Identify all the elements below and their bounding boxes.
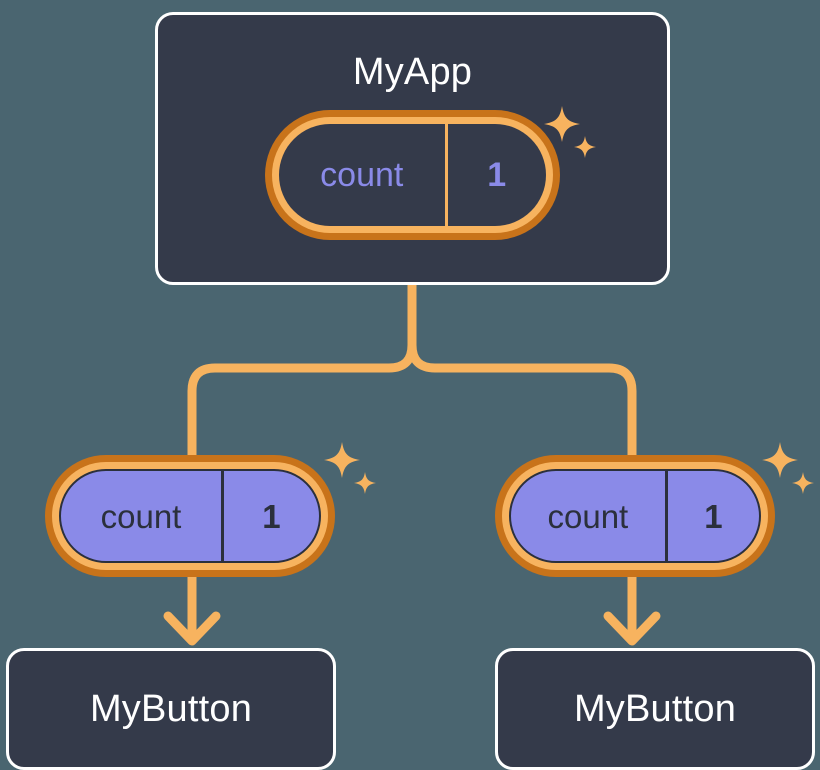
edge-myapp-to-left [187, 280, 417, 460]
state-pill-inner-ring: count 1 [272, 117, 553, 233]
sparkle-small-icon [792, 472, 814, 494]
state-pill-body: count 1 [509, 469, 761, 563]
state-pill-myapp[interactable]: count 1 [265, 110, 560, 240]
state-pill-right[interactable]: count 1 [495, 455, 775, 577]
component-card-mybutton-right[interactable]: MyButton [495, 648, 815, 770]
arrow-down-icon-right [603, 611, 661, 646]
state-key-label: count [320, 156, 404, 194]
state-key-label: count [547, 497, 629, 535]
component-card-label: MyButton [573, 688, 737, 730]
state-pill-left[interactable]: count 1 [45, 455, 335, 577]
sparkle-large-icon [762, 442, 798, 478]
state-pill-inner-ring: count 1 [502, 462, 768, 570]
state-value-label: 1 [444, 124, 546, 226]
arrow-down-icon-left [163, 611, 221, 646]
sparkle-large-icon [324, 442, 360, 478]
state-pill-body: count 1 [59, 469, 321, 563]
state-value-label: 1 [664, 471, 759, 561]
component-card-mybutton-left[interactable]: MyButton [6, 648, 336, 770]
state-key-label: count [100, 497, 182, 535]
state-pill-body: count 1 [279, 124, 546, 226]
state-pill-inner-ring: count 1 [52, 462, 328, 570]
page-title: MyApp [352, 51, 473, 93]
state-value-label: 1 [220, 471, 319, 561]
component-card-label: MyButton [89, 688, 253, 730]
sparkle-small-icon [354, 472, 376, 494]
edge-myapp-to-right [407, 340, 637, 460]
